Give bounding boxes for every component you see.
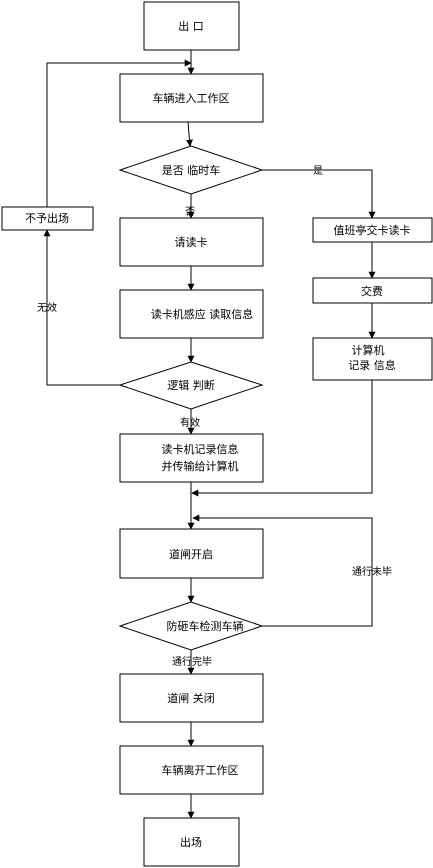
- node-exit-done-box: [143, 817, 240, 867]
- edge-label-yes: 是: [313, 165, 323, 177]
- label-duty-card: 值班亭交卡读卡: [334, 223, 411, 237]
- label-enter-zone: 车辆进入工作区: [153, 91, 230, 105]
- node-reader-sense-box: [119, 289, 264, 339]
- node-read-card-box: [119, 217, 264, 267]
- label-pay-fee: 交费: [361, 284, 383, 298]
- label-no-exit: 不予出场: [25, 211, 69, 225]
- label-pc-record-line1: 计算机: [352, 343, 385, 357]
- node-exit-entry-box: [143, 1, 240, 51]
- node-gate-open-box: [119, 528, 264, 579]
- edge-noexit-loop: [46, 59, 192, 207]
- connectors: [43, 50, 376, 819]
- label-record-transmit-line1: 读卡机记录信息: [162, 442, 239, 456]
- label-logic-judge: 逻辑 判断: [167, 378, 215, 392]
- edge-temp-yes-to-duty: [262, 169, 376, 219]
- label-exit-entry: 出 口: [178, 19, 204, 33]
- edge-label-pass-complete: 通行完毕: [172, 655, 212, 668]
- label-gate-close: 道闸 关闭: [167, 691, 215, 705]
- edge-labels: 是 否 无效 有效 通行未毕 通行完毕: [37, 165, 392, 668]
- node-no-exit-box: [1, 206, 94, 231]
- node-record-transmit-box: [119, 433, 264, 483]
- edge-label-valid: 有效: [180, 416, 200, 429]
- node-leave-zone-box: [119, 745, 264, 795]
- label-record-transmit-line2: 并传输给计算机: [162, 459, 239, 473]
- label-leave-zone: 车辆离开工作区: [162, 763, 239, 777]
- node-enter-zone-box: [119, 73, 264, 123]
- label-exit-done: 出场: [180, 835, 202, 849]
- edge-enter-to-temp: [185, 121, 193, 147]
- node-labels: 出 口 车辆进入工作区 是否 临时车 请读卡 读卡机感应 读取信息 逻辑 判断 …: [25, 19, 411, 849]
- label-gate-open: 道闸开启: [169, 547, 213, 561]
- node-anti-smash-decision: [118, 601, 264, 651]
- label-reader-sense: 读卡机感应 读取信息: [151, 307, 254, 321]
- node-temp-car-decision: [118, 145, 264, 195]
- label-pc-record-line2: 记录 信息: [348, 358, 396, 372]
- node-gate-close-box: [119, 673, 264, 723]
- node-pc-record-box: [312, 337, 433, 381]
- label-temp-car: 是否 临时车: [162, 163, 221, 177]
- node-pay-fee-box: [312, 277, 433, 304]
- edge-detect-incomplete-loop: [192, 514, 373, 627]
- label-read-card: 请读卡: [175, 235, 208, 249]
- edge-logic-invalid-to-noexit: [43, 229, 120, 386]
- label-anti-smash: 防砸车检测车辆: [167, 619, 244, 633]
- edge-label-invalid: 无效: [37, 301, 57, 314]
- edge-label-pass-incomplete: 通行未毕: [352, 565, 392, 578]
- edge-pc-to-merge: [191, 380, 373, 497]
- node-duty-card-box: [312, 217, 433, 243]
- edge-label-no: 否: [185, 206, 195, 218]
- node-logic-decision: [118, 361, 264, 410]
